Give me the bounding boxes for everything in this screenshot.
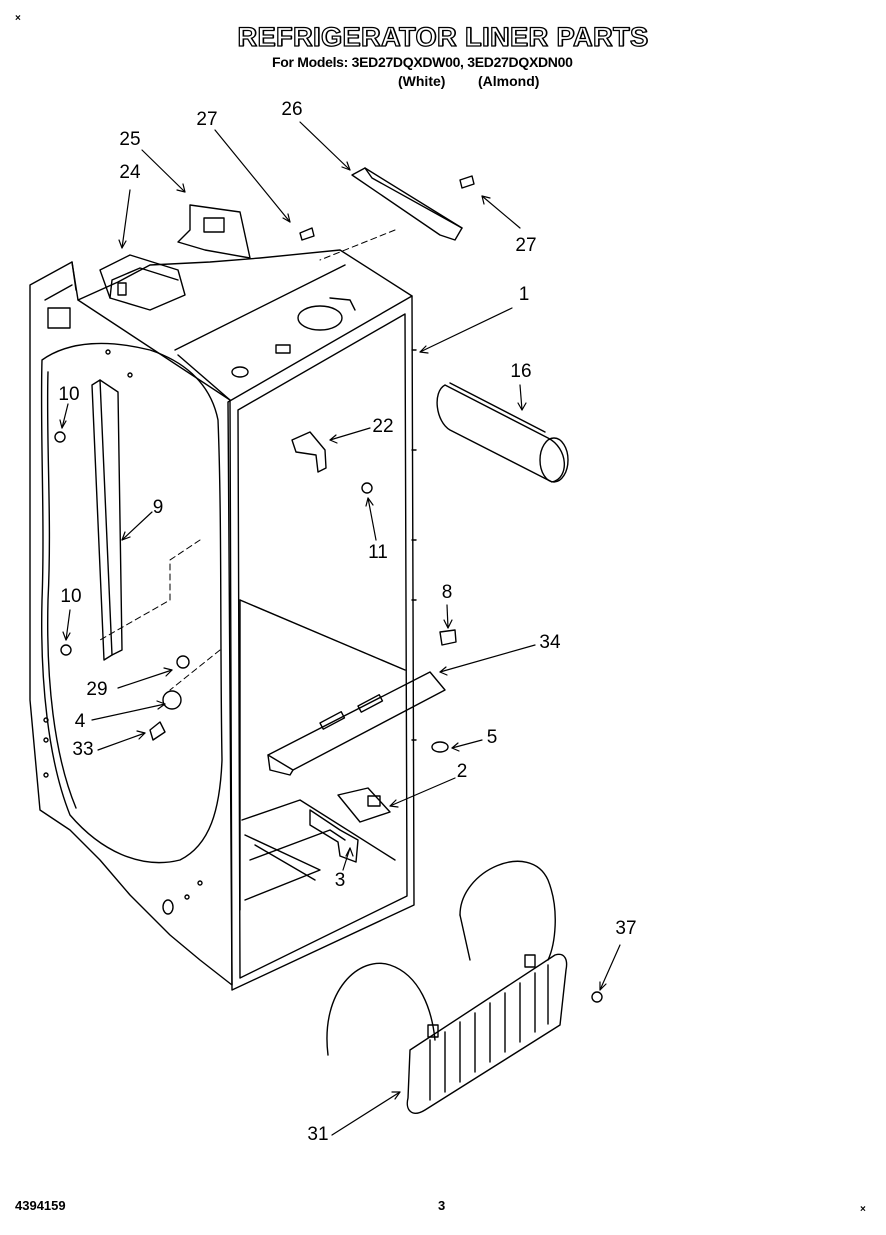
variant-white-label: (White): [398, 73, 446, 89]
callout-9: 9: [152, 497, 164, 518]
part-24-module: [99, 254, 186, 311]
part-25-housing: [177, 204, 251, 259]
corner-mark-bottom: ×: [860, 1204, 866, 1215]
part-9-rail: [91, 379, 123, 661]
part-34-shelf: [267, 671, 446, 776]
callout-10-lower: 10: [60, 586, 82, 607]
callout-2: 2: [456, 761, 468, 782]
liner-shell: [29, 249, 417, 991]
part-3-bracket: [309, 809, 359, 863]
page-number: 3: [438, 1198, 446, 1213]
callout-29: 29: [86, 679, 108, 700]
callout-26: 26: [281, 99, 303, 120]
callout-1: 1: [518, 284, 530, 305]
callout-11: 11: [368, 542, 388, 563]
page-title: REFRIGERATOR LINER PARTS: [237, 21, 649, 52]
document-number: 4394159: [15, 1198, 66, 1213]
callout-24: 24: [119, 162, 141, 183]
callout-34: 34: [539, 632, 561, 653]
callout-8: 8: [441, 582, 453, 603]
corner-mark-top: ×: [15, 13, 21, 24]
callout-3: 3: [334, 870, 346, 891]
part-22-bracket: [291, 431, 327, 473]
part-31-heater: [326, 860, 568, 1114]
leader-lines: [59, 121, 621, 1136]
callout-4: 4: [74, 711, 86, 732]
variant-almond-label: (Almond): [478, 73, 540, 89]
part-16-cylinder: [436, 382, 569, 483]
callout-22: 22: [372, 416, 394, 437]
callout-37: 37: [615, 918, 637, 939]
callout-10-upper: 10: [58, 384, 80, 405]
part-2-bracket: [337, 787, 391, 823]
callout-31: 31: [307, 1124, 329, 1145]
callout-16: 16: [510, 361, 532, 382]
screw-parts: [54, 175, 603, 1003]
callout-33: 33: [72, 739, 94, 760]
callout-25: 25: [119, 129, 141, 150]
part-26-bracket: [351, 167, 463, 241]
models-line: For Models: 3ED27DQXDW00, 3ED27DQXDN00: [272, 54, 573, 70]
callout-27-right: 27: [515, 235, 537, 256]
callout-5: 5: [486, 727, 498, 748]
callout-27-top: 27: [196, 109, 218, 130]
guide-lines: [99, 229, 406, 691]
